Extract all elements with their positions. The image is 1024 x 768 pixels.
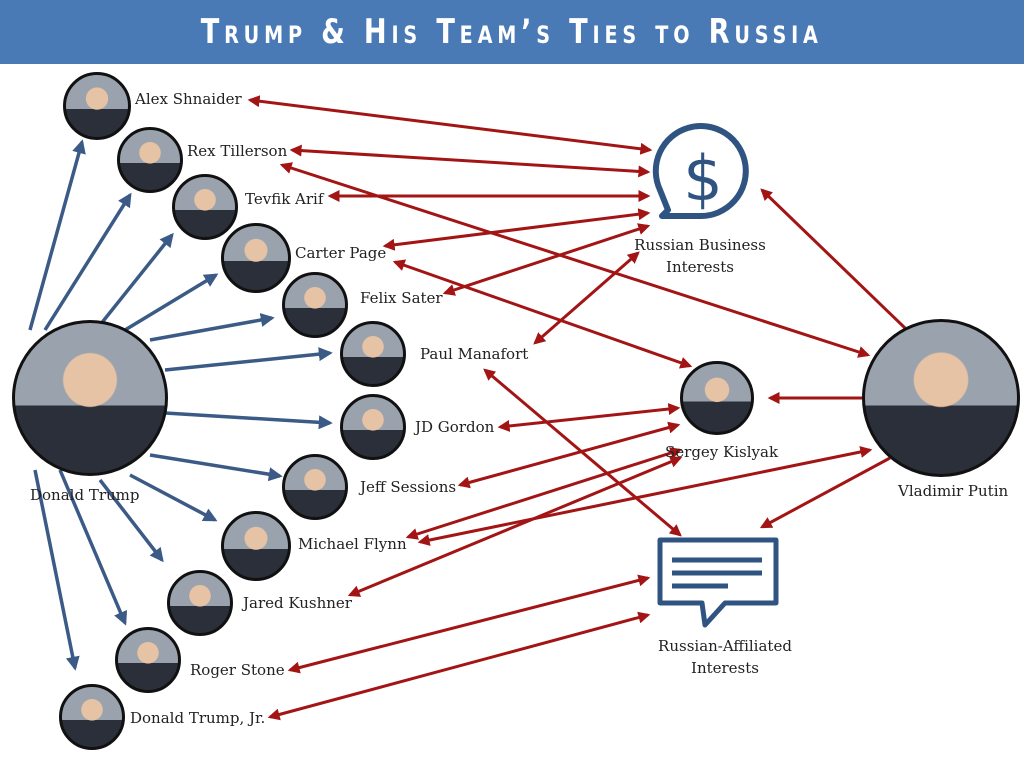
edge-jr-affiliated — [267, 611, 651, 721]
photo-vladimir-putin — [862, 319, 1020, 477]
edge-trump-sessions — [149, 453, 283, 482]
label-felix-sater: Felix Sater — [360, 289, 443, 307]
label-tevfik-arif: Tevfik Arif — [245, 190, 324, 208]
photo-alex-shnaider — [63, 72, 131, 140]
label-vladimir-putin: Vladimir Putin — [898, 482, 1009, 500]
label-donald-trump-jr: Donald Trump, Jr. — [130, 709, 266, 727]
photo-rex-tillerson — [117, 127, 183, 193]
label-line: Interests — [666, 258, 734, 276]
edge-flynn-putin — [417, 446, 873, 546]
photo-carter-page — [221, 223, 291, 293]
photo-donald-trump-jr — [59, 684, 125, 750]
photo-paul-manafort — [340, 321, 406, 387]
photo-michael-flynn — [221, 511, 291, 581]
photo-jeff-sessions — [282, 454, 348, 520]
edge-stone-affiliated — [287, 574, 651, 674]
label-carter-page: Carter Page — [295, 244, 387, 262]
edge-gordon-kislyak — [497, 403, 681, 432]
photo-donald-trump — [12, 320, 168, 476]
label-russian-affiliated-interests: Russian-Affiliated Interests — [645, 635, 805, 679]
photo-roger-stone — [115, 627, 181, 693]
photo-jared-kushner — [167, 570, 233, 636]
label-alex-shnaider: Alex Shnaider — [135, 90, 242, 108]
label-roger-stone: Roger Stone — [190, 661, 285, 679]
title-banner: Trump & His Team’s Ties to Russia — [0, 0, 1024, 64]
edge-trump-arif — [98, 232, 174, 327]
label-line: Interests — [691, 659, 759, 677]
edge-putin-business — [760, 188, 907, 330]
label-jd-gordon: JD Gordon — [415, 418, 495, 436]
edge-trump-manafort — [164, 347, 333, 372]
edge-trump-shnaider — [28, 139, 86, 331]
label-line: Russian-Affiliated — [658, 637, 792, 655]
label-rex-tillerson: Rex Tillerson — [187, 142, 288, 160]
label-michael-flynn: Michael Flynn — [298, 535, 407, 553]
label-line: Russian Business — [634, 236, 766, 254]
edge-trump-jr — [33, 469, 80, 671]
label-paul-manafort: Paul Manafort — [420, 345, 529, 363]
label-jared-kushner: Jared Kushner — [243, 594, 352, 612]
label-donald-trump: Donald Trump — [30, 486, 140, 504]
edge-trump-tillerson — [43, 192, 132, 331]
edge-trump-stone — [58, 469, 128, 626]
label-sergey-kislyak: Sergey Kislyak — [665, 443, 779, 461]
svg-text:$: $ — [683, 142, 722, 215]
dollar-speech-bubble-icon: $ — [652, 123, 749, 220]
edge-manafort-business — [533, 251, 640, 345]
edge-trump-kushner — [98, 478, 164, 563]
edge-trump-gordon — [164, 411, 333, 430]
message-bubble-icon — [657, 537, 779, 628]
photo-sergey-kislyak — [680, 361, 754, 435]
photo-jd-gordon — [340, 394, 406, 460]
edge-trump-page — [124, 273, 219, 332]
edge-kushner-kislyak — [347, 456, 683, 597]
page-title: Trump & His Team’s Ties to Russia — [201, 12, 823, 52]
edge-shnaider-business — [247, 95, 653, 155]
edge-trump-sater — [149, 313, 275, 342]
edge-tillerson-business — [289, 144, 651, 178]
photo-tevfik-arif — [172, 174, 238, 240]
edge-trump-flynn — [129, 473, 218, 522]
label-russian-business-interests: Russian Business Interests — [620, 234, 780, 278]
edge-putin-affiliated — [759, 456, 891, 529]
label-jeff-sessions: Jeff Sessions — [360, 478, 457, 496]
photo-felix-sater — [282, 272, 348, 338]
